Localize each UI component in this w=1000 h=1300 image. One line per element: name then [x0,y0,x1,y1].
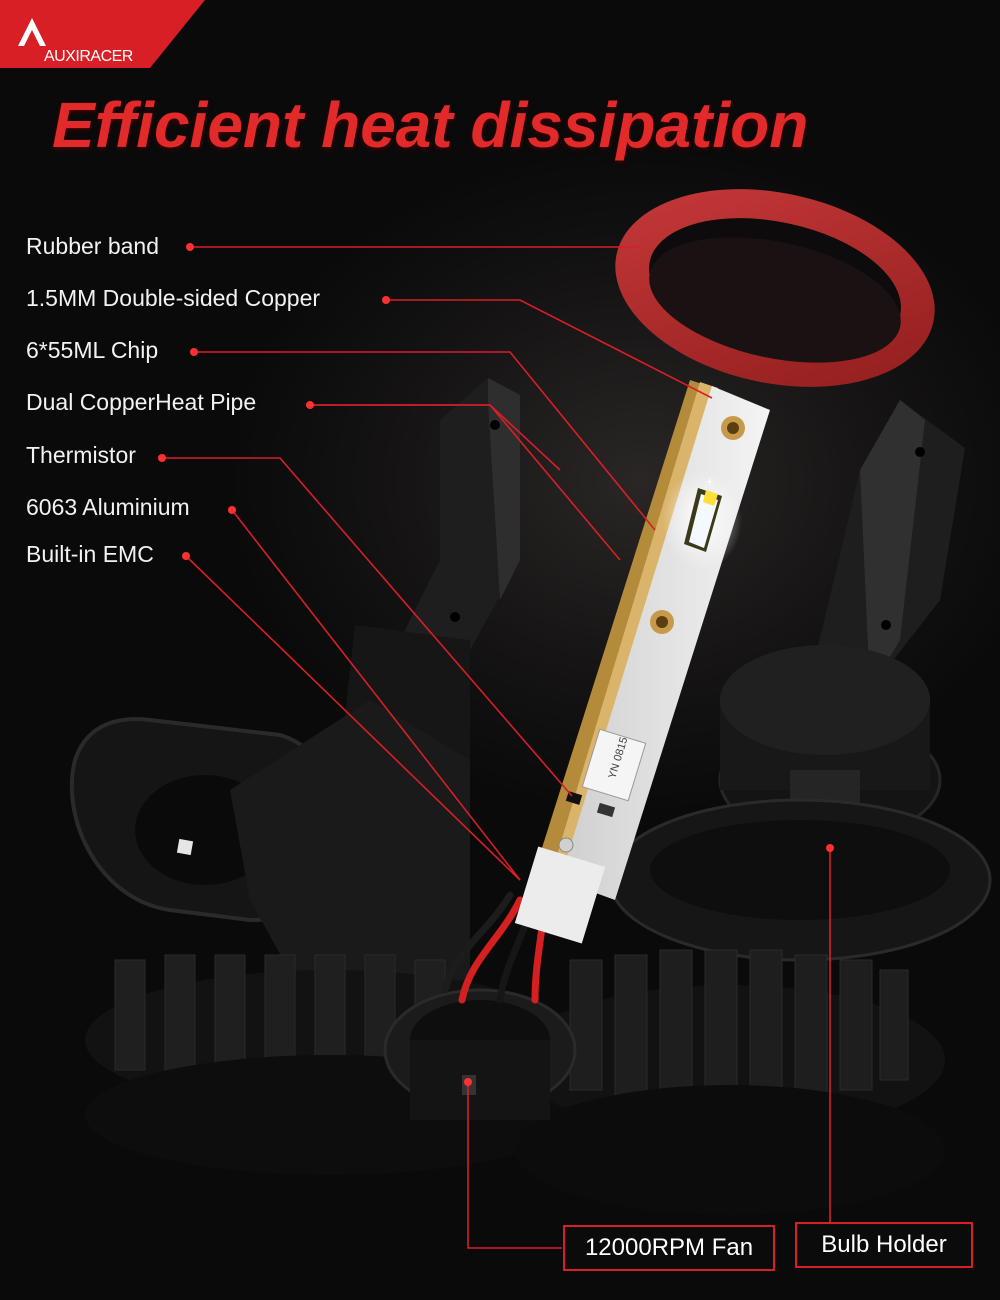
left-bulb-connector [69,700,470,990]
center-fan [383,988,577,1120]
rubber-band-ring [615,189,935,387]
brand-badge: AUXIRACER [0,0,210,72]
callout-fan: 12000RPM Fan [563,1225,775,1271]
label-thermistor: Thermistor [26,442,136,468]
label-aluminium: 6063 Aluminium [26,494,190,520]
brand-logo [0,0,205,68]
chip-polarity-mark: + [706,474,714,489]
led-board [514,380,770,944]
label-double-sided-copper: 1.5MM Double-sided Copper [26,285,321,311]
callout-bulb-holder: Bulb Holder [795,1222,973,1268]
label-heat-pipe: Dual CopperHeat Pipe [26,389,257,415]
brand-name: AUXIRACER [44,48,133,65]
right-heatsink-blade [810,400,965,690]
headline: Efficient heat dissipation [52,89,809,161]
leader-lines [162,246,831,1249]
label-emc: Built-in EMC [26,541,154,567]
label-chip: 6*55ML Chip [26,337,159,363]
right-bulb-holder [608,645,992,962]
label-rubber-band: Rubber band [26,233,159,259]
right-fan-base [515,949,945,1215]
leader-dots [158,243,834,1086]
